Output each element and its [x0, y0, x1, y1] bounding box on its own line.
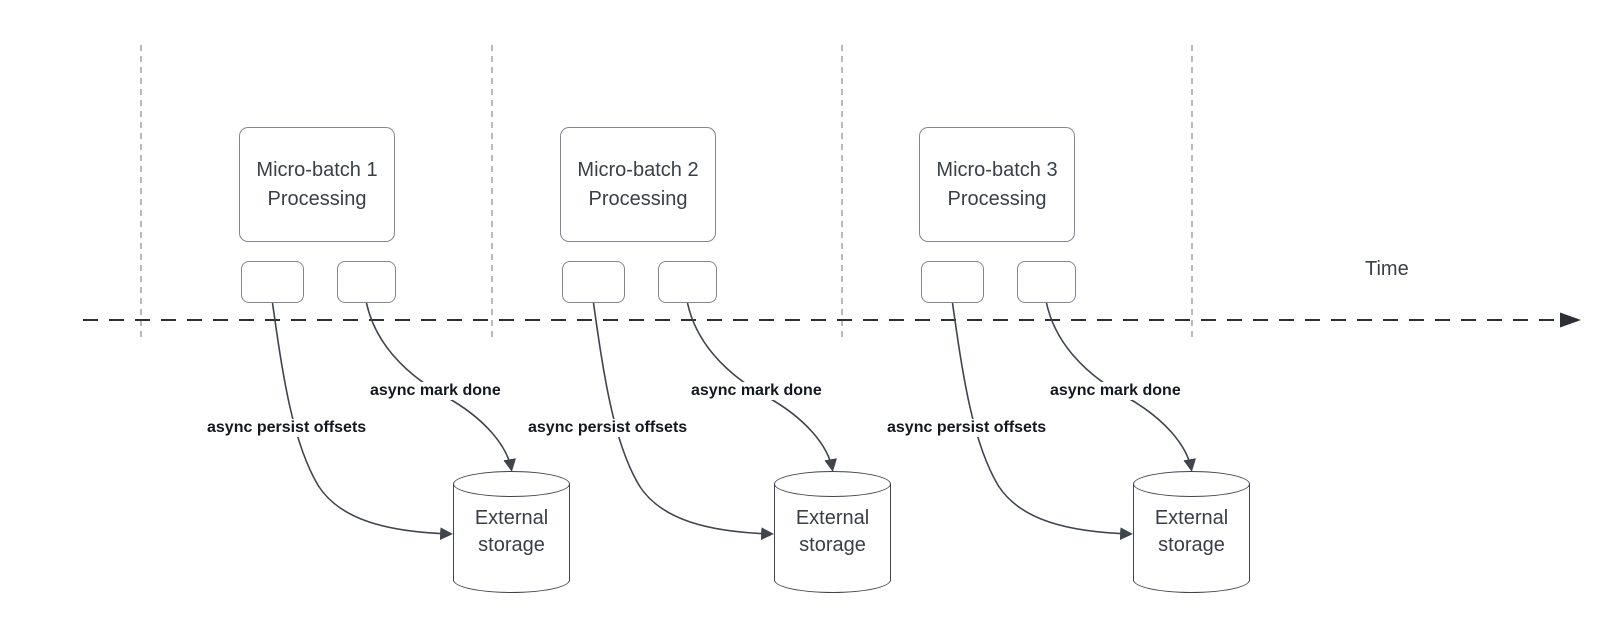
external-storage-cylinder: External storage — [453, 471, 570, 593]
async-task-box-right — [658, 261, 717, 303]
async-task-box-left — [241, 261, 304, 303]
cylinder-top — [774, 471, 891, 497]
cylinder-body — [1133, 484, 1250, 581]
external-storage-cylinder: External storage — [774, 471, 891, 593]
external-storage-label: External storage — [1154, 507, 1229, 556]
external-storage-label: External storage — [795, 507, 870, 556]
async-task-box-right — [337, 261, 396, 303]
async-persist-offsets-label: async persist offsets — [885, 419, 1049, 437]
async-persist-offsets-label: async persist offsets — [526, 419, 690, 437]
external-storage-cylinder: External storage — [1133, 471, 1250, 593]
cylinder-body — [774, 484, 891, 581]
async-task-box-left — [562, 261, 625, 303]
async-persist-offsets-label: async persist offsets — [205, 419, 369, 437]
cylinder-body — [453, 484, 570, 581]
async-task-box-right — [1017, 261, 1076, 303]
external-storage-label: External storage — [474, 507, 549, 556]
async-persist-offsets-arrow — [951, 302, 1133, 541]
cylinder-top — [453, 471, 570, 497]
async-mark-done-label: async mark done — [1048, 382, 1183, 400]
micro-batch-2-processing-box: Micro-batch 2 Processing — [560, 127, 716, 242]
time-axis-label: Time — [1365, 258, 1409, 280]
time-axis-arrowhead — [1560, 312, 1581, 328]
async-mark-done-label: async mark done — [689, 382, 824, 400]
async-task-box-left — [921, 261, 984, 303]
async-persist-offsets-arrow — [592, 302, 774, 541]
async-persist-offsets-arrow — [271, 302, 453, 541]
micro-batch-3-processing-box: Micro-batch 3 Processing — [919, 127, 1075, 242]
micro-batch-1-processing-box: Micro-batch 1 Processing — [239, 127, 395, 242]
async-mark-done-label: async mark done — [368, 382, 503, 400]
cylinder-top — [1133, 471, 1250, 497]
